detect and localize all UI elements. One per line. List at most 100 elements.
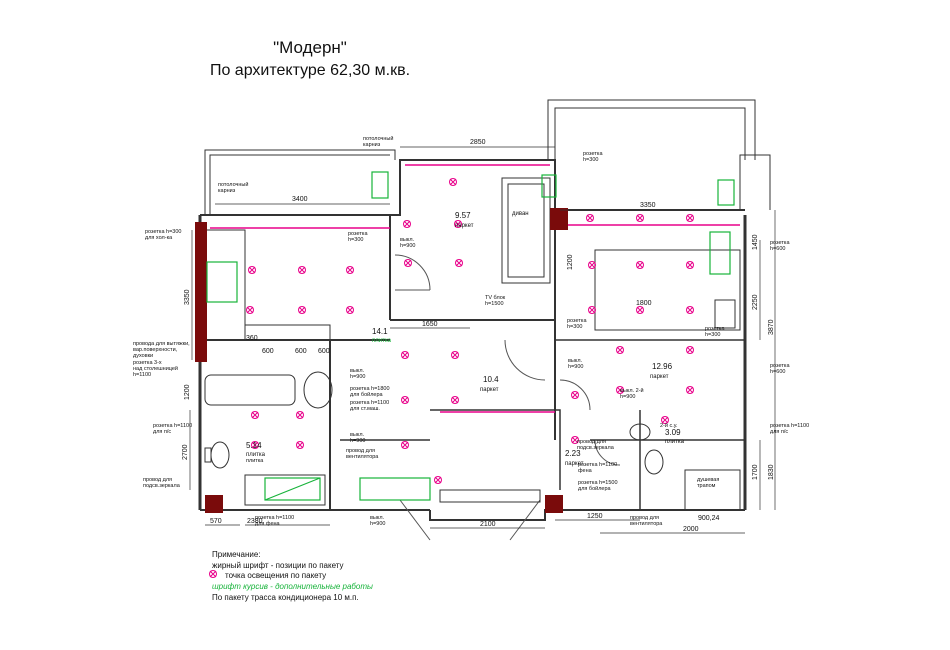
annotation: h=600 [770, 246, 785, 252]
room-area: 5.14 [246, 441, 262, 450]
dimension: 3350 [184, 289, 191, 305]
annotation: для бойлера [350, 391, 384, 398]
light-point-icon [451, 396, 459, 404]
dimension: 3350 [640, 202, 656, 209]
light-point-icon [616, 346, 624, 354]
annotation: выкл. [370, 515, 385, 521]
annotation: вентилятора [630, 521, 663, 527]
annotation: h=900 [350, 374, 365, 380]
bathtub [204, 374, 296, 406]
light-points [246, 178, 694, 484]
light-point-icon [636, 261, 644, 269]
dimension: 2380 [247, 518, 263, 525]
annotation: розетка [770, 240, 790, 246]
annotation: TV блок [485, 295, 506, 301]
light-point-icon [298, 266, 306, 274]
light-point-icon [449, 178, 457, 186]
dimension: 1800 [636, 300, 652, 307]
annotation: h=900 [620, 394, 635, 400]
light-point-icon [616, 386, 624, 394]
column-bottom-center [545, 495, 563, 513]
annotation: над столешницей [133, 365, 178, 372]
annotation: фена [578, 468, 593, 474]
annotation: для фена [255, 521, 281, 527]
dimension: 1650 [422, 321, 438, 328]
plan-subtitle: По архитектуре 62,30 м.кв. [209, 62, 411, 79]
room-area: 14.1 [372, 327, 388, 336]
annotation: розетка h=1100 [578, 462, 617, 468]
light-point-icon [636, 214, 644, 222]
annotation: душевая [697, 477, 719, 483]
light-point-icon [246, 306, 254, 314]
column-center [550, 208, 568, 230]
dimension: 2700 [182, 444, 189, 460]
light-point-icon [404, 259, 412, 267]
annotation: провод для [143, 477, 172, 483]
annotation: выкл. [568, 358, 583, 364]
radiator-bottom [439, 489, 541, 503]
annotation: h=300 [583, 157, 598, 163]
legend-ac: По пакету трасса кондиционера 10 м.п. [212, 593, 359, 602]
annotation: для бойлера [578, 485, 612, 492]
dimension: 570 [210, 518, 222, 525]
dimension: 600 [318, 348, 330, 355]
annotation: подсв.зеркала [577, 445, 615, 451]
annotation: h=1100 [133, 372, 151, 378]
toilet-second [644, 449, 664, 475]
annotation: h=900 [568, 364, 583, 370]
annotation: выкл. [400, 237, 415, 243]
legend-green: шрифт курсив - дополнительные работы [212, 582, 373, 591]
annotation: провод для [630, 515, 659, 521]
light-point-icon [296, 411, 304, 419]
annotation: карниз [218, 188, 236, 194]
room-floor: паркет [455, 223, 474, 229]
annotation: розетка [770, 363, 790, 369]
dimension: 2100 [480, 521, 496, 528]
annotation: для хол-ка [145, 235, 173, 241]
light-point-icon [588, 306, 596, 314]
annotation: провода для вытяжки, [133, 341, 190, 347]
annotation: провод для [577, 439, 606, 445]
annotation: потолочный [218, 181, 248, 188]
room-area: 9.57 [455, 211, 471, 220]
annotation: духовки [133, 353, 153, 359]
green-zone-bath [264, 477, 321, 501]
wall-bottom-right [429, 509, 745, 521]
annotation: вентилятора [346, 454, 379, 460]
dimension: 360 [246, 335, 258, 342]
dimension: 600 [295, 348, 307, 355]
column-left [195, 222, 207, 362]
annotation: вар.поверхности, [133, 347, 178, 353]
shower [684, 469, 741, 511]
column-bottom-left [205, 495, 223, 513]
light-point-icon [686, 306, 694, 314]
room-area: 10.4 [483, 375, 499, 384]
dimension: 2250 [752, 294, 759, 310]
light-point-icon [248, 266, 256, 274]
dimension: 900,24 [698, 515, 720, 522]
annotation: розетка h=1800 [350, 386, 390, 392]
room-area: 2.23 [565, 449, 581, 458]
light-point-icon [661, 416, 669, 424]
light-point-icon [571, 391, 579, 399]
annotation: карниз [363, 142, 381, 148]
light-point-icon [454, 220, 462, 228]
light-point-icon [571, 436, 579, 444]
annotation: выкл. [350, 432, 365, 438]
light-point-icon [451, 351, 459, 359]
light-point-icon [686, 261, 694, 269]
light-point-icon [403, 220, 411, 228]
annotation: h=600 [770, 369, 785, 375]
annotation: розетка [705, 326, 725, 332]
light-point-icon [455, 259, 463, 267]
dimension: 600 [262, 348, 274, 355]
annotation: выкл. [350, 368, 365, 374]
light-point-icon [401, 351, 409, 359]
light-point-icon [251, 441, 259, 449]
room-floor: паркет [565, 461, 584, 467]
light-point-icon [588, 261, 596, 269]
dimension: 1830 [768, 464, 775, 480]
green-zone-hall [359, 477, 431, 501]
light-point-icon [298, 306, 306, 314]
